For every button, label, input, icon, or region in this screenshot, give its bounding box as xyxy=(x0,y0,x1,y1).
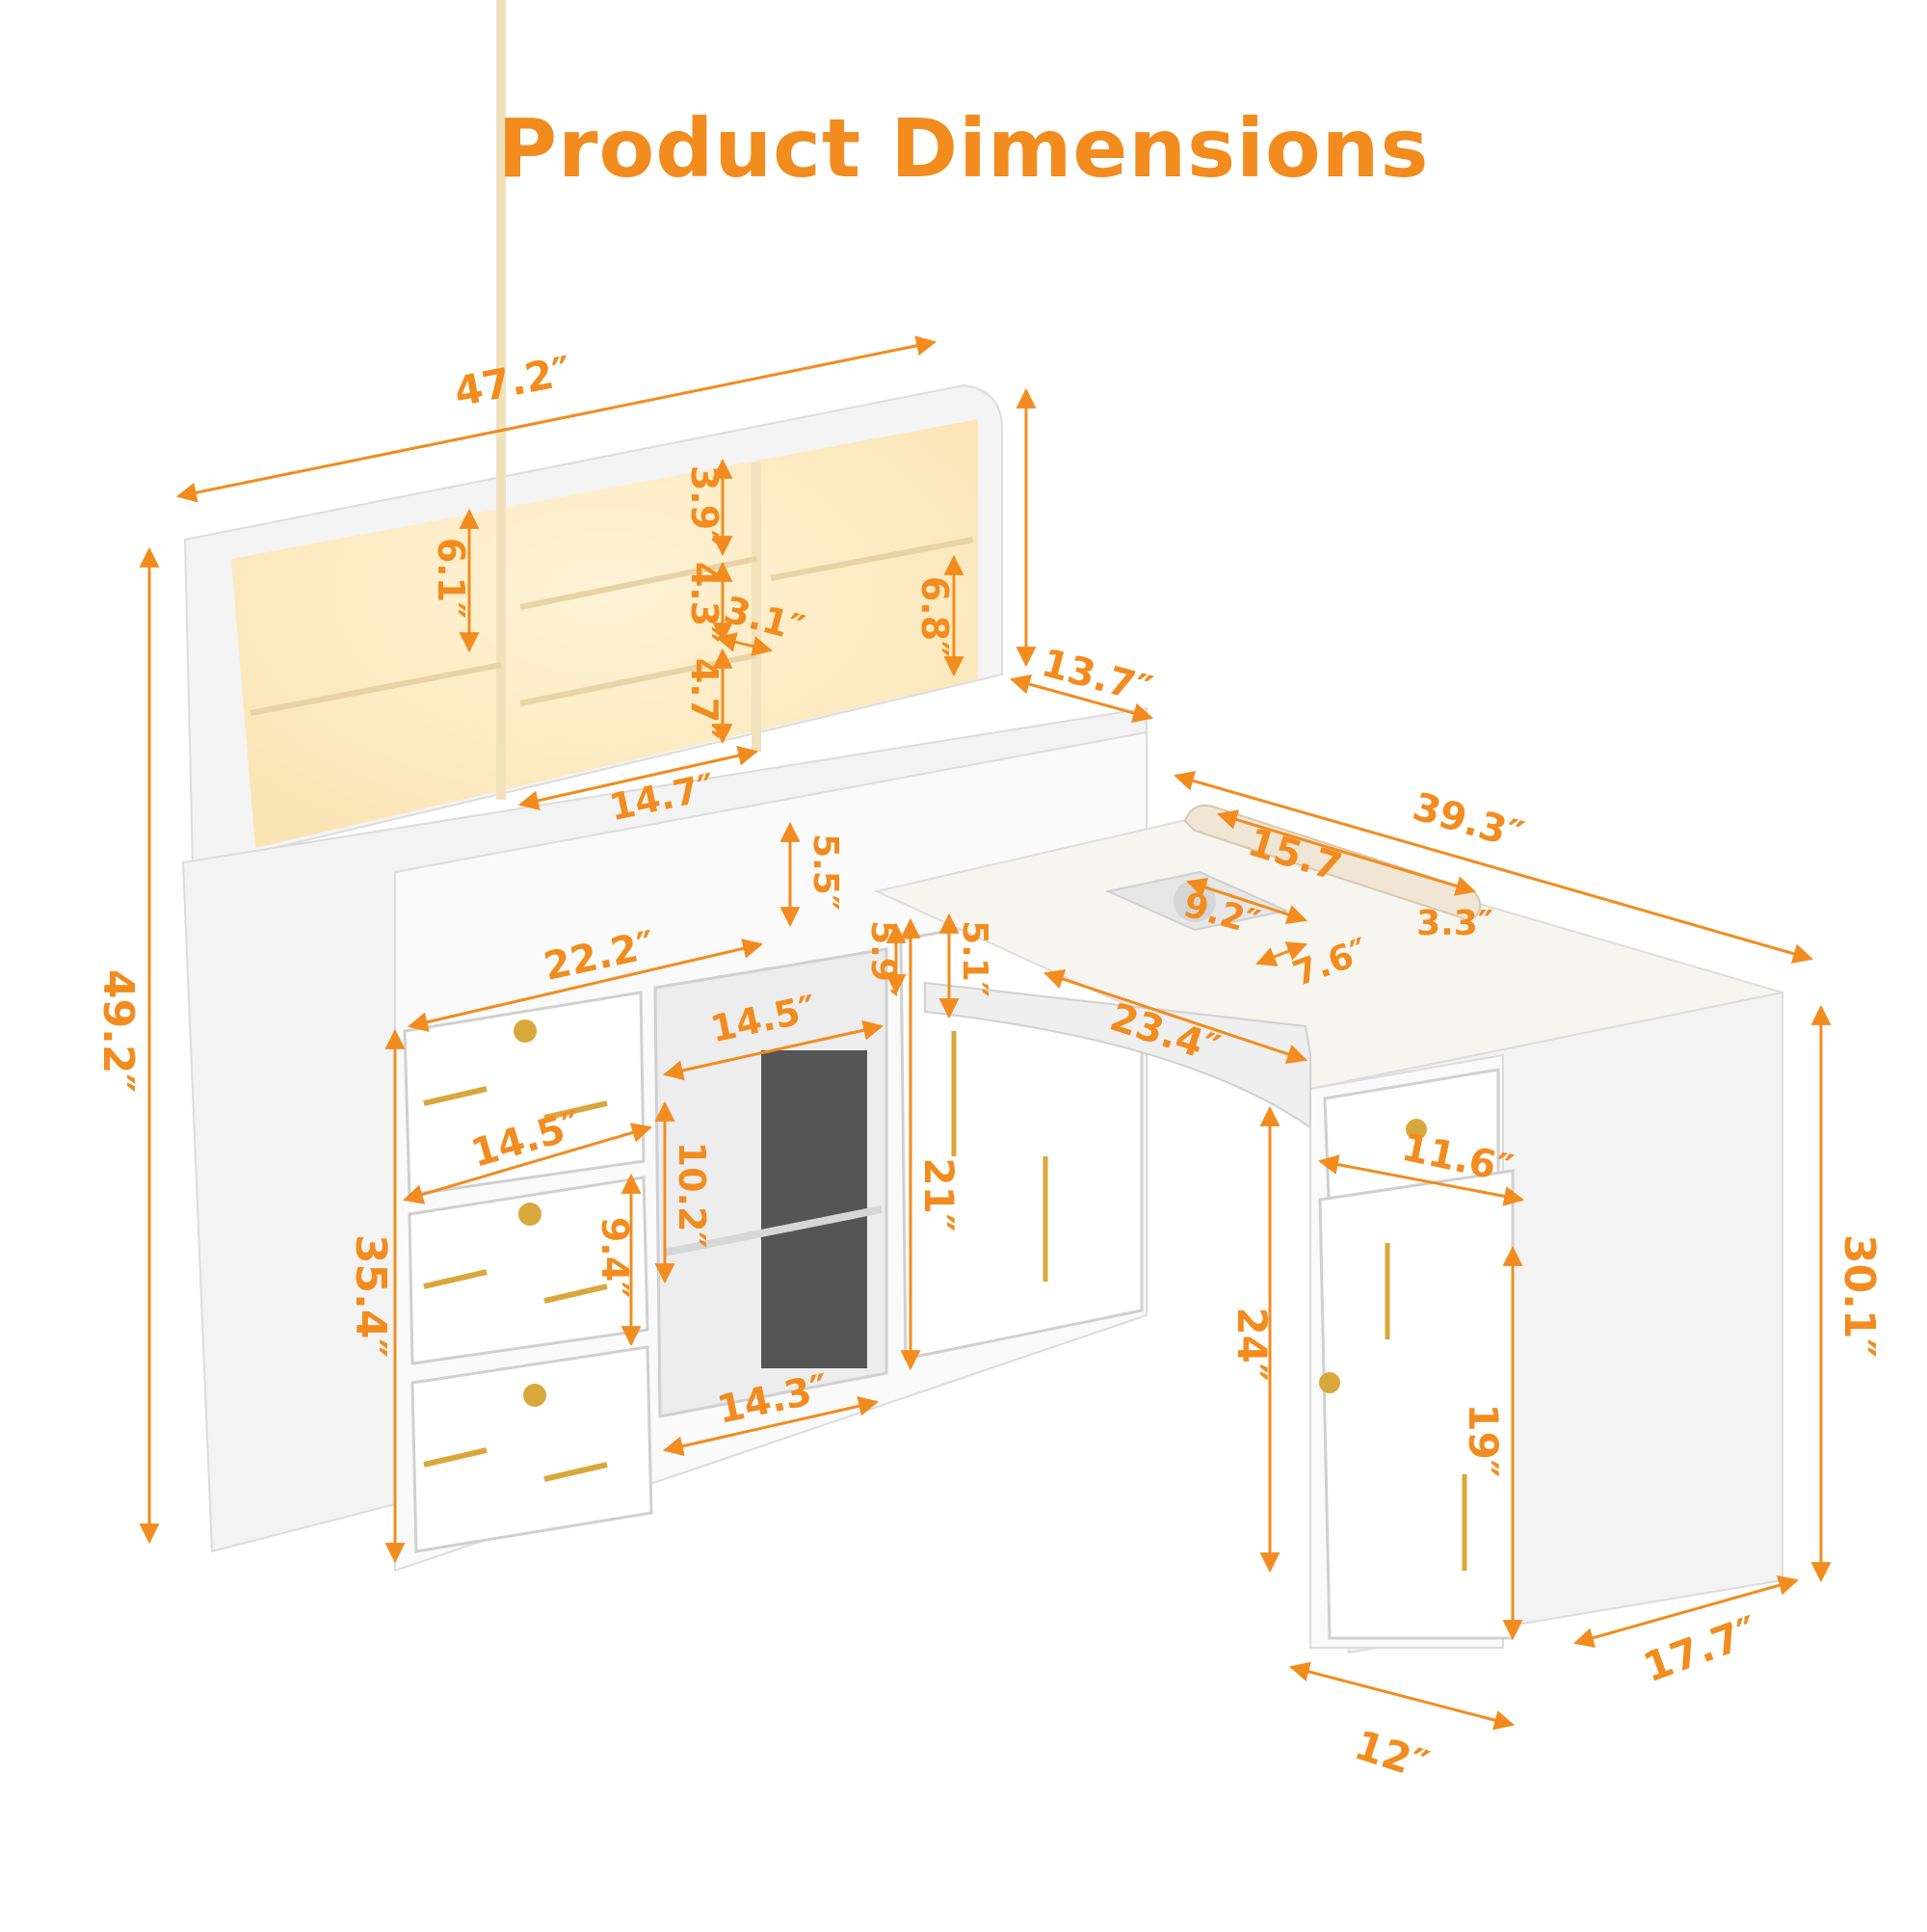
label-drawer-height: 9.4″ xyxy=(594,1217,636,1298)
label-cubby-height: 5.9″ xyxy=(863,920,903,997)
hutch xyxy=(183,0,1003,869)
label-base-height: 35.4″ xyxy=(346,1234,395,1358)
label-overall-height: 49.2″ xyxy=(93,969,143,1093)
label-keyboard-height: 5.1″ xyxy=(955,920,994,997)
label-desk-height: 30.1″ xyxy=(1835,1234,1884,1358)
label-door-height: 19″ xyxy=(1460,1403,1507,1477)
label-shelf-height: 10.2″ xyxy=(671,1142,713,1249)
label-hutch-shelf-3: 4.3″ xyxy=(683,562,726,643)
dimension-lines xyxy=(139,335,1832,1731)
label-hutch-shelf-1: 6.1″ xyxy=(430,538,472,619)
label-open-shelf-height: 5.5″ xyxy=(805,834,845,911)
label-legroom-height: 24″ xyxy=(1228,1307,1276,1381)
label-overall-width: 47.2″ xyxy=(450,347,574,415)
label-armrest-height: 3.3″ xyxy=(1416,904,1493,943)
label-hutch-shelf-2: 3.9″ xyxy=(683,465,726,546)
page-title: Product Dimensions xyxy=(497,101,1430,196)
label-door-cabinet-height: 21″ xyxy=(915,1157,963,1231)
label-cabinet-width: 12″ xyxy=(1349,1721,1435,1788)
label-hutch-shelf-4: 4.7″ xyxy=(683,658,726,739)
label-hutch-shelf-5: 6.8″ xyxy=(913,576,956,657)
